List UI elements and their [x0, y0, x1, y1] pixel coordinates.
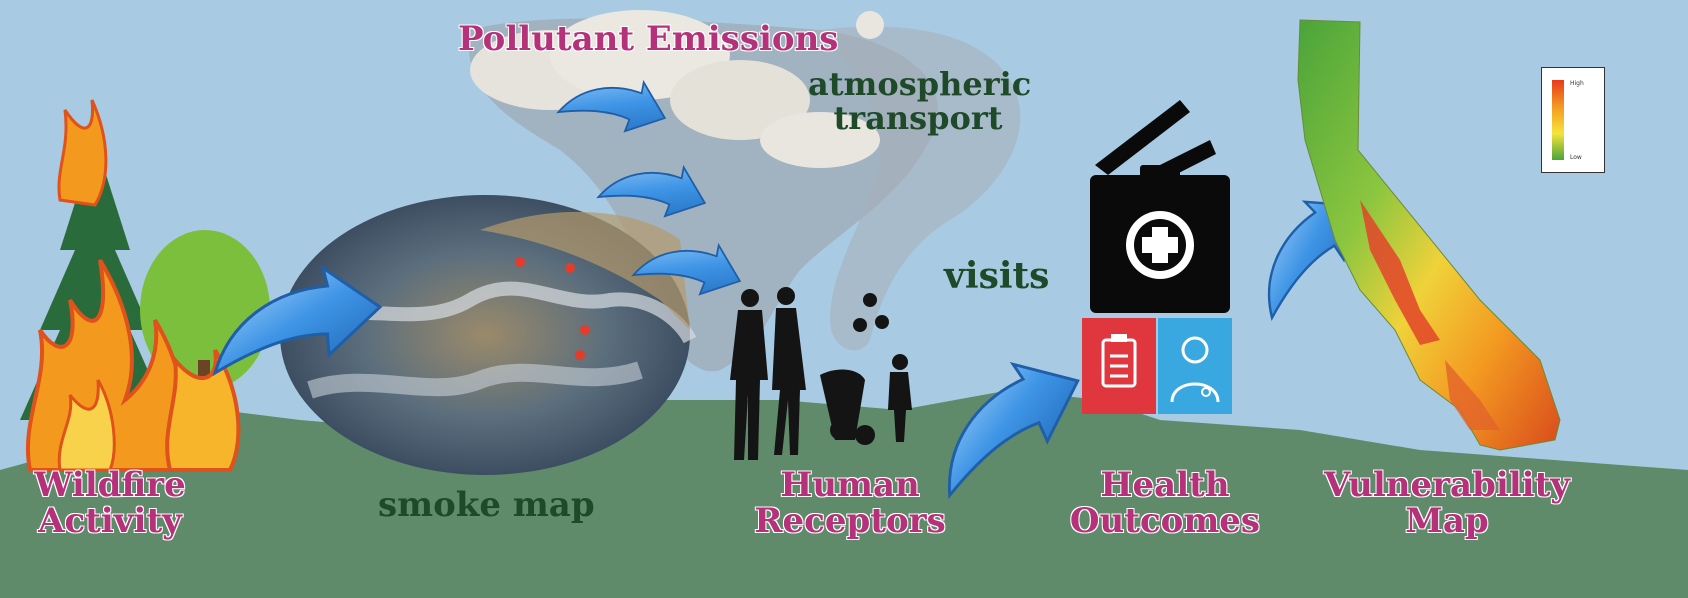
family-silhouette-icon — [730, 287, 912, 460]
human-receptors-line-1: Human — [780, 465, 920, 505]
human-receptors-line-2: Receptors — [754, 500, 946, 541]
human-receptors-label: Human Receptors — [750, 465, 950, 541]
visits-label: visits — [944, 255, 1050, 297]
pollutant-emissions-label: Pollutant Emissions — [458, 19, 839, 59]
health-outcomes-label: Health Outcomes — [1065, 465, 1265, 541]
vulnerability-map-label: Vulnerability Map — [1322, 465, 1572, 541]
atmospheric-transport-label: atmospheric transport — [808, 65, 1032, 137]
california-map — [1297, 19, 1561, 451]
legend-low-label: Low — [1570, 154, 1582, 161]
clipboard-icon — [1082, 318, 1156, 414]
smoke-map-label: smoke map — [378, 485, 595, 525]
atmospheric-transport-line-1: atmospheric — [808, 65, 1032, 103]
vulnerability-map-line-1: Vulnerability — [1323, 465, 1571, 505]
vulnerability-map-line-2: Map — [1405, 500, 1489, 541]
legend-color-bar — [1552, 80, 1564, 160]
health-outcomes-line-2: Outcomes — [1069, 500, 1261, 541]
wildfire-activity-line-2: Activity — [38, 500, 182, 541]
smoke-plume-2 — [820, 26, 1021, 351]
fire-and-trees — [20, 99, 270, 472]
doctor-icon — [1158, 318, 1232, 414]
atmospheric-transport-line-2: transport — [833, 98, 1003, 137]
wildfire-activity-label: Wildfire Activity — [20, 465, 200, 541]
smoke-satellite-map — [280, 195, 697, 475]
wildfire-activity-line-1: Wildfire — [34, 465, 186, 505]
fire-icon — [25, 99, 241, 472]
cloud-icon — [470, 10, 884, 168]
legend-high-label: High — [1570, 80, 1584, 87]
map-legend: High Low — [1541, 67, 1605, 173]
first-aid-kit-icon — [1090, 100, 1230, 313]
health-outcomes-line-1: Health — [1100, 465, 1230, 505]
